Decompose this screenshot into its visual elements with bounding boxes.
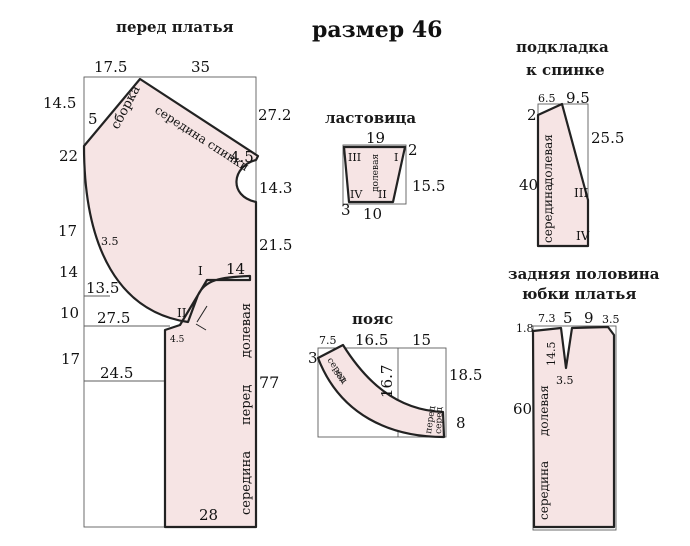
front-dim-left-6: 17 xyxy=(61,350,80,368)
front-dim-bottom: 28 xyxy=(199,506,218,524)
belt-dim-3: 15 xyxy=(412,331,431,349)
skirt-dim-height: 60 xyxy=(513,400,532,418)
belt-dim-5: 18.5 xyxy=(449,366,482,384)
lining-dim-top-2: 9.5 xyxy=(566,89,590,107)
gusset-dim-top: 19 xyxy=(366,129,385,147)
front-notch-2 xyxy=(195,323,207,331)
gusset-frame xyxy=(342,144,407,205)
front-dim-right-2: 4.5 xyxy=(230,148,254,166)
front-outline xyxy=(82,77,260,529)
front-title: перед платья xyxy=(116,18,234,36)
front-dim-right-3: 14.3 xyxy=(259,179,292,197)
front-dim-inner-4: 27.5 xyxy=(97,309,130,327)
belt-label-right-a: перед xyxy=(424,405,438,435)
skirt-grain-label: долевая xyxy=(537,385,551,436)
skirt-dim-1: 1.8 xyxy=(516,322,534,335)
gusset-mark-1: I xyxy=(394,151,398,164)
lining-center-label: середина xyxy=(541,184,555,243)
belt-piece xyxy=(316,343,447,439)
front-dim-inner-5: 24.5 xyxy=(100,364,133,382)
front-dim-top-right: 35 xyxy=(191,58,210,76)
front-word-label: перед xyxy=(239,385,254,425)
lining-piece xyxy=(536,102,590,248)
front-dim-right-5: 14 xyxy=(226,260,245,278)
skirt-dim-2: 7.3 xyxy=(538,312,556,325)
lining-mark-3: III xyxy=(574,186,588,200)
skirt-dim-3: 5 xyxy=(563,309,573,327)
front-center-label: середина xyxy=(239,451,254,515)
front-grain-label: долевая xyxy=(239,303,254,358)
lining-title-1: подкладка xyxy=(516,38,609,56)
gusset-outline xyxy=(342,145,407,204)
lining-dim-top-1: 6.5 xyxy=(538,92,556,105)
front-dim-left-2: 22 xyxy=(59,147,78,165)
front-mark-1: I xyxy=(198,264,203,278)
belt-dim-2: 16.5 xyxy=(355,331,388,349)
gusset-mark-3: III xyxy=(348,151,361,164)
front-dim-inner-2: 3.5 xyxy=(101,235,119,248)
lining-dim-height: 40 xyxy=(519,176,538,194)
gusset-mark-4: IV xyxy=(350,188,363,201)
belt-dim-7: 8 xyxy=(456,414,466,432)
gusset-dim-bottom: 10 xyxy=(363,205,382,223)
front-dim-left-3: 17 xyxy=(58,222,77,240)
belt-dim-4: 16.7 xyxy=(378,365,396,398)
front-dim-left-4: 14 xyxy=(59,263,78,281)
belt-outline xyxy=(316,343,446,439)
gusset-title: ластовица xyxy=(325,109,416,127)
gusset-dim-corner-tr: 2 xyxy=(408,141,418,159)
belt-dim-6: 3 xyxy=(308,349,318,367)
lining-title-2: к спинке xyxy=(526,61,605,79)
skirt-dim-dart-w: 3.5 xyxy=(556,374,574,387)
front-dim-right-1: 27.2 xyxy=(258,106,291,124)
front-mark-2: II xyxy=(177,306,187,320)
front-dim-inner-1: 5 xyxy=(88,110,98,128)
belt-title: пояс xyxy=(352,310,393,328)
front-dim-left-5: 10 xyxy=(60,304,79,322)
lining-dim-left: 2 xyxy=(527,106,537,124)
belt-dim-1: 7.5 xyxy=(319,334,337,347)
gusset-mark-2: II xyxy=(378,188,387,201)
lining-outline xyxy=(536,102,590,248)
front-dim-right-4: 21.5 xyxy=(259,236,292,254)
page-title: размер 46 xyxy=(312,17,442,43)
front-notch-1 xyxy=(196,305,208,323)
front-dim-inner-6: 4.5 xyxy=(170,335,185,345)
skirt-dim-4: 9 xyxy=(584,309,594,327)
belt-frame xyxy=(317,347,447,438)
gusset-dim-right: 15.5 xyxy=(412,177,445,195)
front-dim-left-1: 14.5 xyxy=(43,94,76,112)
lining-dim-right: 25.5 xyxy=(591,129,624,147)
front-dim-top-left: 17.5 xyxy=(94,58,127,76)
front-piece xyxy=(82,76,260,529)
lining-mark-4: IV xyxy=(576,229,590,243)
skirt-dim-dart: 14.5 xyxy=(545,342,558,367)
lining-grain-label: долевая xyxy=(541,134,555,185)
skirt-outline xyxy=(531,325,616,529)
skirt-dim-5: 3.5 xyxy=(602,313,620,326)
front-dim-right-6: 77 xyxy=(259,373,279,392)
gusset-dim-corner-bl: 3 xyxy=(341,201,351,219)
skirt-center-label: середина xyxy=(537,461,551,520)
gusset-piece xyxy=(342,144,407,205)
gusset-grain-label: долевая xyxy=(371,154,381,192)
belt-label-right-b: серед xyxy=(434,406,445,434)
skirt-title-1: задняя половина xyxy=(508,265,660,283)
skirt-title-2: юбки платья xyxy=(522,285,636,303)
skirt-piece xyxy=(531,325,617,531)
front-dim-inner-3: 13.5 xyxy=(86,279,119,297)
